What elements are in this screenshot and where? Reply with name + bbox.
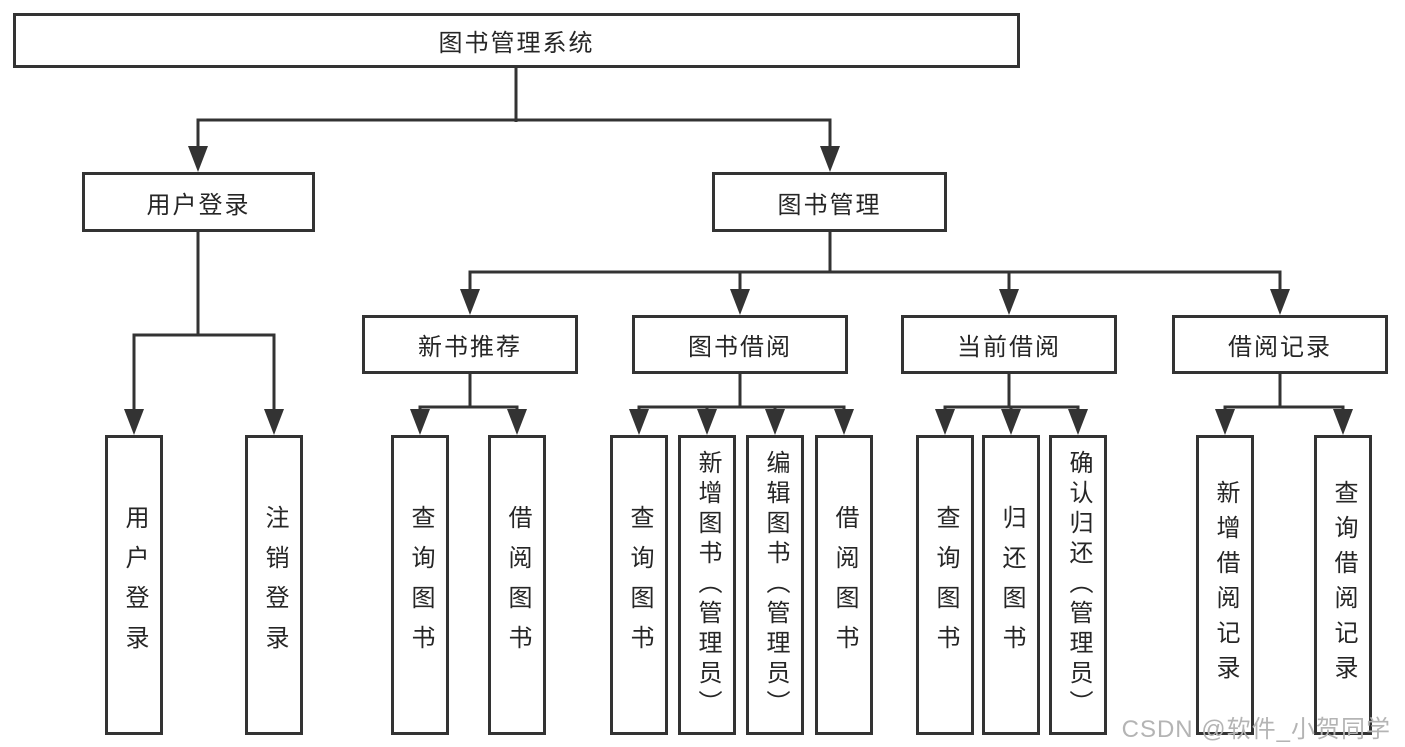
arrowhead bbox=[1001, 409, 1021, 435]
edge-book-borrow-to-leaves bbox=[637, 374, 846, 412]
arrowhead bbox=[1068, 409, 1088, 435]
edge-root-to-level2 bbox=[196, 68, 832, 150]
leaf-query-borrow-record-label: 查询借阅记录 bbox=[1330, 480, 1357, 690]
arrowhead bbox=[460, 289, 480, 315]
leaf-add-borrow-record-label: 新增借阅记录 bbox=[1212, 480, 1239, 690]
leaf-confirm-return-admin: 确认归还（管理员） bbox=[1049, 435, 1107, 735]
leaf-query-books-borrow: 查询图书 bbox=[610, 435, 668, 735]
leaf-add-books-admin: 新增图书（管理员） bbox=[678, 435, 736, 735]
edge-book-management-to-level3 bbox=[468, 232, 1282, 294]
arrowhead bbox=[1333, 409, 1353, 435]
arrowhead bbox=[188, 146, 208, 172]
arrowhead bbox=[410, 409, 430, 435]
node-current-borrow-label: 当前借阅 bbox=[957, 334, 1061, 361]
leaf-confirm-return-admin-label: 确认归还（管理员） bbox=[1065, 450, 1092, 720]
node-user-login-label: 用户登录 bbox=[146, 191, 251, 219]
node-book-borrow: 图书借阅 bbox=[632, 315, 848, 374]
edge-new-book-recommend-to-leaves bbox=[418, 374, 519, 412]
node-root: 图书管理系统 bbox=[13, 13, 1020, 68]
node-new-book-recommend-label: 新书推荐 bbox=[418, 334, 522, 361]
leaf-logout-label: 注销登录 bbox=[261, 505, 288, 665]
arrowhead bbox=[629, 409, 649, 435]
leaf-logout: 注销登录 bbox=[245, 435, 303, 735]
arrowhead bbox=[697, 409, 717, 435]
node-borrow-records: 借阅记录 bbox=[1172, 315, 1388, 374]
node-book-management: 图书管理 bbox=[712, 172, 947, 232]
arrowhead bbox=[765, 409, 785, 435]
leaf-return-books: 归还图书 bbox=[982, 435, 1040, 735]
edge-current-borrow-to-leaves bbox=[943, 374, 1080, 412]
leaf-user-login-label: 用户登录 bbox=[121, 505, 148, 665]
leaf-query-books-current-label: 查询图书 bbox=[932, 505, 959, 665]
leaf-query-books-recommend-label: 查询图书 bbox=[407, 505, 434, 665]
arrowhead bbox=[820, 146, 840, 172]
arrowhead bbox=[935, 409, 955, 435]
arrowhead bbox=[264, 409, 284, 435]
leaf-query-books-recommend: 查询图书 bbox=[391, 435, 449, 735]
edge-user-login-to-leaves bbox=[132, 232, 276, 413]
leaf-borrow-books-label: 借阅图书 bbox=[831, 505, 858, 665]
arrowhead bbox=[1215, 409, 1235, 435]
leaf-add-borrow-record: 新增借阅记录 bbox=[1196, 435, 1254, 735]
leaf-return-books-label: 归还图书 bbox=[998, 505, 1025, 665]
leaf-query-books-borrow-label: 查询图书 bbox=[626, 505, 653, 665]
node-current-borrow: 当前借阅 bbox=[901, 315, 1117, 374]
leaf-edit-books-admin: 编辑图书（管理员） bbox=[746, 435, 804, 735]
leaf-add-books-admin-label: 新增图书（管理员） bbox=[694, 450, 721, 720]
leaf-edit-books-admin-label: 编辑图书（管理员） bbox=[762, 450, 789, 720]
edge-borrow-records-to-leaves bbox=[1223, 374, 1345, 412]
arrowhead bbox=[507, 409, 527, 435]
node-book-borrow-label: 图书借阅 bbox=[688, 334, 792, 361]
node-user-login: 用户登录 bbox=[82, 172, 315, 232]
arrowhead bbox=[834, 409, 854, 435]
leaf-borrow-books-recommend-label: 借阅图书 bbox=[504, 505, 531, 665]
leaf-borrow-books: 借阅图书 bbox=[815, 435, 873, 735]
node-book-management-label: 图书管理 bbox=[777, 191, 882, 219]
arrowhead bbox=[999, 289, 1019, 315]
arrowhead bbox=[1270, 289, 1290, 315]
node-new-book-recommend: 新书推荐 bbox=[362, 315, 578, 374]
leaf-borrow-books-recommend: 借阅图书 bbox=[488, 435, 546, 735]
leaf-query-borrow-record: 查询借阅记录 bbox=[1314, 435, 1372, 735]
leaf-query-books-current: 查询图书 bbox=[916, 435, 974, 735]
edge-lines bbox=[132, 68, 1345, 413]
arrowhead bbox=[730, 289, 750, 315]
edge-arrowheads bbox=[124, 146, 1353, 435]
node-root-label: 图书管理系统 bbox=[438, 30, 595, 57]
arrowhead bbox=[124, 409, 144, 435]
node-borrow-records-label: 借阅记录 bbox=[1228, 334, 1332, 361]
leaf-user-login: 用户登录 bbox=[105, 435, 163, 735]
